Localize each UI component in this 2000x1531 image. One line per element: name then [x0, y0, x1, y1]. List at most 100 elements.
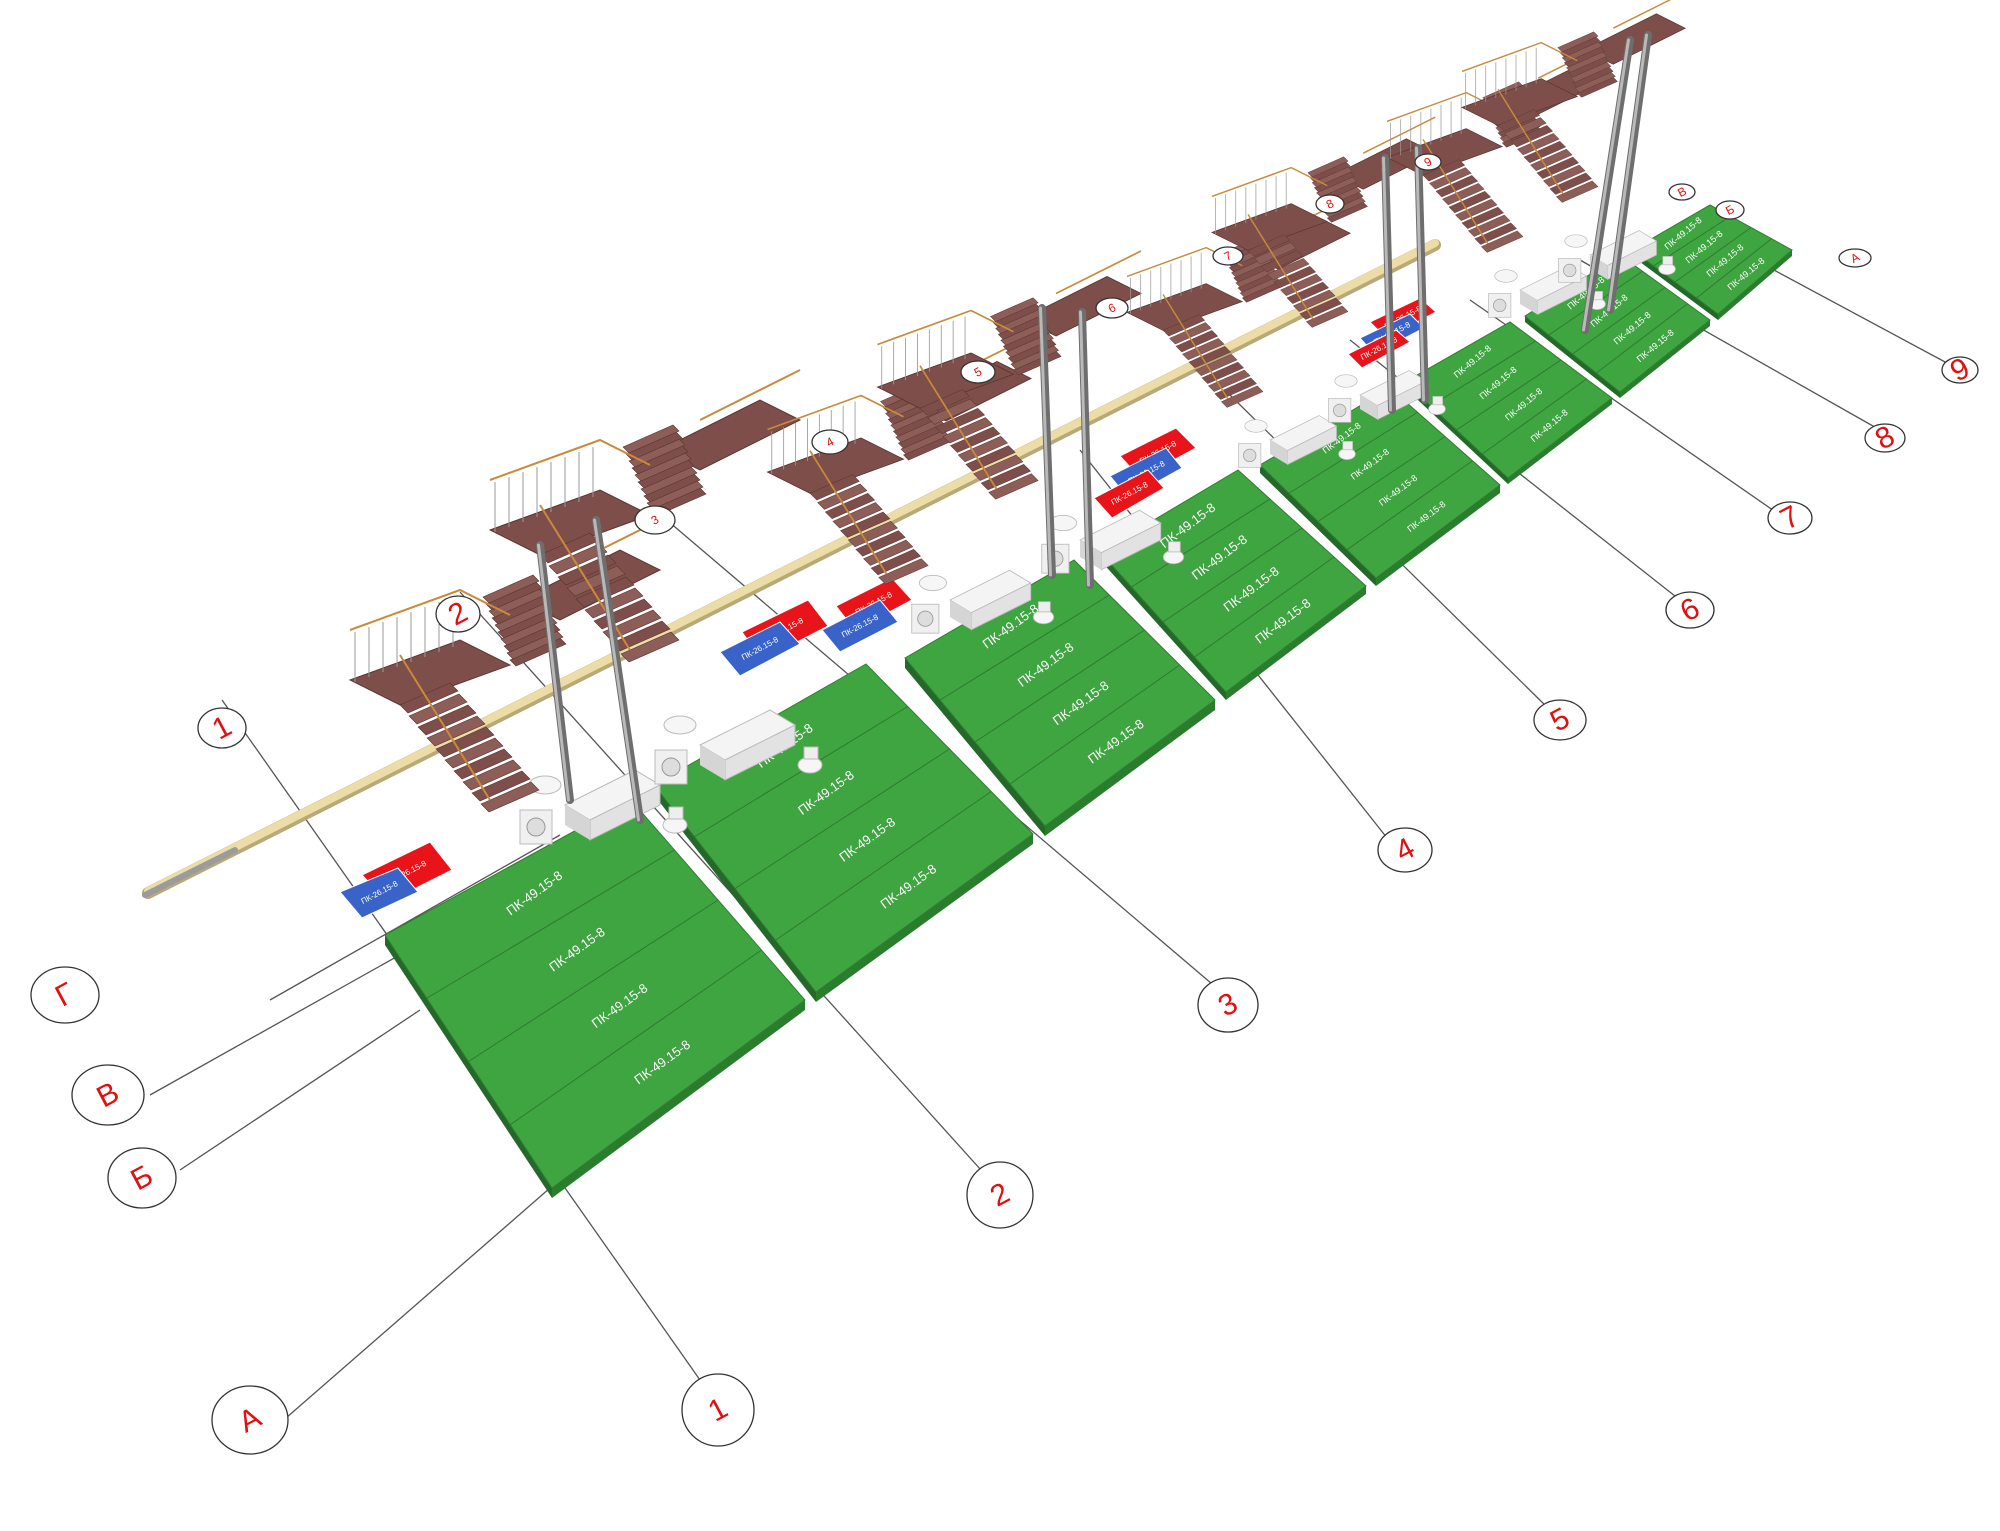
- fixture-layer: [519, 230, 1676, 845]
- stair-step: [1510, 125, 1554, 148]
- stair-step: [1195, 353, 1238, 377]
- stair-step: [1175, 330, 1219, 353]
- washbasin: [1244, 419, 1268, 433]
- slab-edge: [1508, 398, 1612, 484]
- axis-bubble-back-a-circle: [1838, 248, 1872, 268]
- slab-joint: [1696, 238, 1772, 299]
- vent-pole: [1039, 306, 1052, 577]
- stair-step: [1207, 369, 1251, 392]
- railing: [399, 654, 491, 801]
- slab-joint: [1595, 303, 1688, 374]
- axis-bubble-back-1-circle: [197, 707, 247, 749]
- slab-edge: [654, 785, 816, 1002]
- slab-edge: [905, 658, 1045, 836]
- stair-step: [1254, 242, 1297, 265]
- washing-machine-door: [1563, 263, 1577, 278]
- pole-layer: [536, 31, 1652, 824]
- stair-landing: [1211, 203, 1329, 251]
- washbasin: [1334, 374, 1358, 388]
- axis-bubble-back-5: 5: [960, 360, 996, 384]
- stair-landing: [1461, 78, 1579, 126]
- stair-block: [348, 519, 662, 813]
- axis-bubble-b-circle: [107, 1147, 177, 1209]
- axis-bubble-8-circle: [1864, 423, 1906, 453]
- stair-step: [863, 539, 914, 566]
- axis-bubble-g: Г: [30, 966, 100, 1024]
- stair-step: [453, 748, 513, 780]
- stair-step: [1280, 273, 1323, 297]
- stair-step: [942, 417, 993, 444]
- grid-axis-line: [285, 1187, 551, 1419]
- toilet-tank: [1662, 256, 1673, 266]
- stair-step: [832, 502, 883, 529]
- stair-step: [1188, 345, 1232, 369]
- toilet-tank: [803, 746, 819, 760]
- axis-bubble-6: 6: [1665, 591, 1715, 629]
- railing: [809, 450, 888, 575]
- toilet-tank: [1342, 441, 1353, 451]
- railing: [349, 588, 511, 631]
- railing: [699, 369, 801, 421]
- axis-bubble-back-4: 4: [811, 429, 849, 455]
- railing: [1247, 214, 1314, 320]
- slab-joint: [1346, 460, 1473, 551]
- stair-step: [1247, 234, 1291, 257]
- axis-bubble-5-circle: [1533, 699, 1587, 741]
- axis-bubble-back-a: А: [1838, 248, 1872, 268]
- slab-edge: [1226, 586, 1366, 700]
- stair-step: [1542, 164, 1586, 187]
- bathroom-fixtures: [911, 569, 1055, 634]
- railing: [1612, 0, 1672, 29]
- stair-step: [1523, 140, 1567, 164]
- slab-edge: [1100, 552, 1226, 700]
- slab-edge: [1525, 316, 1620, 398]
- bathtub-end: [565, 805, 590, 840]
- stair-step: [840, 511, 891, 538]
- railing: [767, 394, 904, 431]
- slab-joint: [468, 899, 719, 1062]
- stair-step: [855, 530, 906, 557]
- stair-step: [462, 759, 522, 791]
- stair-step: [817, 483, 868, 510]
- axis-bubble-back-8-circle: [1315, 194, 1345, 214]
- floor-slab: [904, 559, 1216, 827]
- stair-step: [1286, 281, 1330, 304]
- floor-slab: [1099, 469, 1367, 693]
- axis-bubble-1-circle: [681, 1373, 755, 1447]
- stair-step: [1201, 361, 1245, 384]
- stair-step: [1429, 167, 1472, 190]
- stair-step: [973, 454, 1024, 481]
- stair-step: [1497, 109, 1541, 132]
- washing-machine-door: [526, 817, 546, 837]
- slab-edge: [1260, 465, 1376, 586]
- stair-step: [482, 574, 540, 604]
- axis-bubble-2: 2: [966, 1161, 1034, 1229]
- slab-joint: [1194, 556, 1335, 658]
- washbasin: [663, 715, 697, 735]
- stair-step: [408, 693, 468, 725]
- stair-step: [602, 609, 662, 641]
- axis-bubble-a-circle: [211, 1385, 289, 1455]
- slab-joint: [426, 849, 675, 999]
- washing-machine-door: [1493, 298, 1507, 313]
- stair-step: [1182, 338, 1225, 361]
- axis-bubble-back-2-circle: [435, 595, 481, 633]
- plank-blue: [339, 867, 419, 919]
- bathtub-end: [1360, 395, 1378, 420]
- toilet-tank: [668, 806, 684, 820]
- axis-bubble-a: А: [211, 1385, 289, 1455]
- axis-bubble-back-5-circle: [960, 360, 996, 384]
- slab-joint: [694, 706, 909, 838]
- slab-joint: [1131, 498, 1271, 588]
- stair-step: [1267, 258, 1310, 281]
- vent-pole: [537, 543, 570, 802]
- axis-bubble-back-2: 2: [435, 595, 481, 633]
- axis-bubble-back-3-circle: [634, 505, 676, 535]
- slab-edge: [1620, 320, 1710, 398]
- vent-pole: [1607, 33, 1648, 312]
- axis-bubble-b: Б: [107, 1147, 177, 1209]
- stair-step: [1442, 183, 1485, 206]
- axis-bubble-9-circle: [1941, 356, 1979, 384]
